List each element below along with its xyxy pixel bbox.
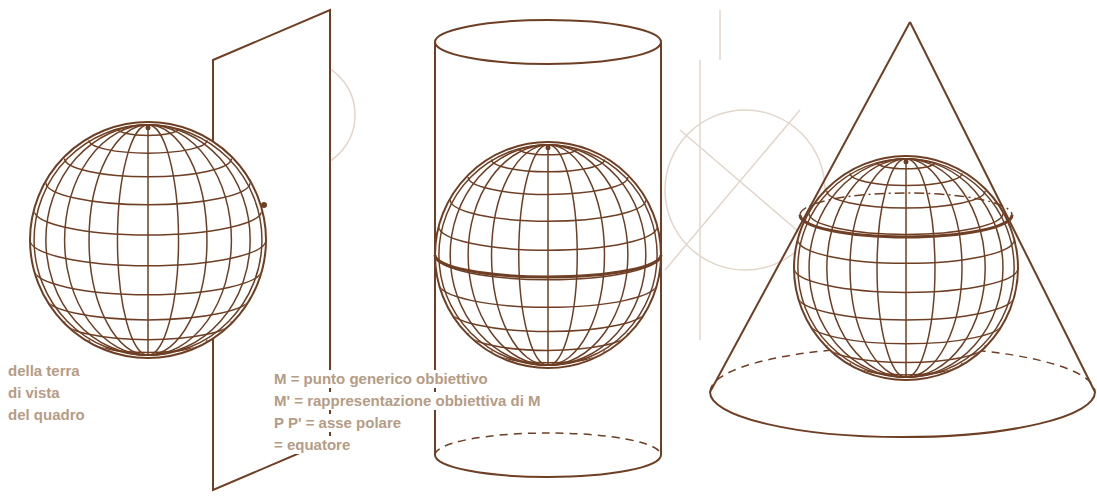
drawing-line bbox=[148, 125, 250, 355]
globe bbox=[794, 156, 1018, 380]
drawing-line bbox=[65, 125, 148, 355]
graticule bbox=[794, 159, 1018, 378]
graticule bbox=[435, 145, 661, 366]
drawing-line bbox=[699, 60, 701, 340]
tangent-parallel bbox=[800, 215, 1012, 237]
drawing-line bbox=[850, 363, 962, 375]
drawing-line bbox=[548, 145, 604, 366]
drawing-line bbox=[30, 240, 266, 266]
globe bbox=[435, 142, 661, 368]
legend-line: = equatore bbox=[272, 436, 352, 454]
legend-line: M = punto generico obbiettivo bbox=[272, 370, 490, 388]
cone-base bbox=[710, 392, 1095, 437]
drawing-line bbox=[34, 125, 148, 355]
drawing-line bbox=[548, 145, 657, 366]
drawing-line bbox=[906, 159, 962, 378]
drawing-line bbox=[439, 145, 548, 366]
drawing-line bbox=[46, 182, 250, 204]
drawing-line bbox=[468, 177, 628, 194]
drawing-line bbox=[827, 191, 985, 208]
drawing-line bbox=[89, 340, 207, 353]
drawing-line bbox=[850, 173, 962, 185]
drawing-line bbox=[65, 321, 232, 339]
drawing-line bbox=[450, 200, 646, 221]
faint-note: del quadro bbox=[6, 406, 87, 424]
globe-outline bbox=[30, 122, 266, 358]
pole-dot bbox=[546, 145, 551, 150]
graticule bbox=[30, 125, 266, 355]
globe-outline bbox=[794, 156, 1018, 380]
drawing-line bbox=[827, 159, 906, 378]
drawing-line bbox=[148, 125, 231, 355]
drawing-line bbox=[798, 240, 1014, 264]
drawing-line bbox=[827, 345, 985, 362]
drawing-line bbox=[34, 270, 262, 295]
drawing-line bbox=[492, 351, 605, 363]
drawing-line bbox=[468, 145, 548, 366]
drawing-line bbox=[492, 145, 548, 366]
cone-side bbox=[710, 22, 1095, 392]
pole-dot bbox=[146, 125, 151, 130]
tangent-parallel-hidden bbox=[800, 193, 1012, 215]
tangent-equator bbox=[435, 255, 661, 277]
drawing-line bbox=[548, 145, 646, 366]
drawing-line bbox=[809, 323, 1003, 344]
drawing-line bbox=[906, 159, 985, 378]
drawing-line bbox=[850, 159, 906, 378]
drawing-line bbox=[809, 159, 906, 378]
drawing-line bbox=[450, 145, 548, 366]
globe-outline bbox=[435, 142, 661, 368]
drawing-line bbox=[148, 125, 262, 355]
drawing-line bbox=[906, 159, 1003, 378]
pole-dot bbox=[904, 159, 909, 164]
legend-line: M' = rappresentazione obbiettiva di M bbox=[272, 392, 543, 410]
faint-note: di vista bbox=[6, 384, 62, 402]
cylinder-base-hidden bbox=[435, 433, 661, 455]
drawing-line bbox=[450, 310, 646, 331]
cylinder-base bbox=[435, 455, 661, 477]
cylinder-top bbox=[435, 20, 661, 64]
globe bbox=[30, 122, 266, 358]
drawing-line bbox=[34, 210, 262, 235]
drawing-line bbox=[65, 159, 232, 177]
faint-note: della terra bbox=[6, 362, 82, 380]
drawing-line bbox=[148, 125, 207, 355]
drawing-line bbox=[719, 10, 721, 60]
drawing-line bbox=[548, 145, 628, 366]
tangent-point bbox=[261, 202, 267, 208]
drawing-line bbox=[89, 140, 207, 153]
drawing-line bbox=[906, 159, 1014, 378]
drawing-line bbox=[798, 296, 1014, 320]
drawing-line bbox=[798, 159, 906, 378]
legend-line: P P' = asse polare bbox=[272, 414, 403, 432]
drawing-line bbox=[439, 284, 657, 308]
drawing-line bbox=[46, 298, 250, 320]
drawing-line bbox=[46, 125, 148, 355]
drawing-line bbox=[439, 226, 657, 250]
drawing-line bbox=[468, 333, 628, 350]
drawing-line bbox=[492, 159, 605, 171]
drawing-line bbox=[435, 255, 661, 280]
drawing-line bbox=[794, 268, 1018, 292]
drawing-line bbox=[89, 125, 148, 355]
